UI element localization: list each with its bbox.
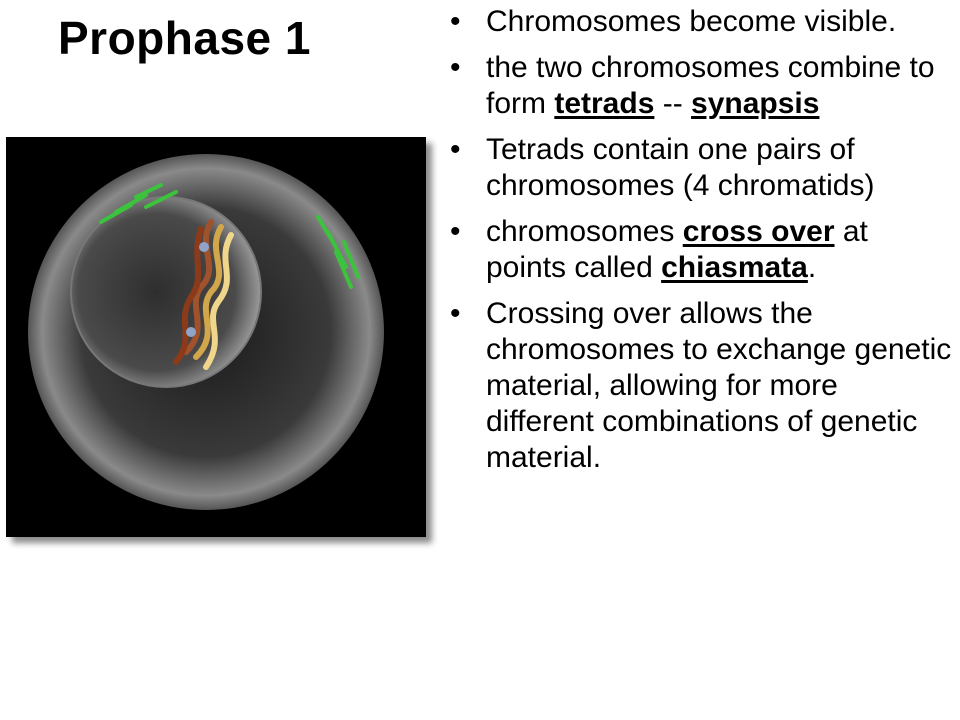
bullet-item: chromosomes cross over at points called … [448, 214, 953, 286]
nucleus [70, 196, 262, 388]
bullet-item: the two chromosomes combine to form tetr… [448, 50, 953, 122]
bullet-item: Chromosomes become visible. [448, 4, 953, 40]
centrosome-left [99, 183, 178, 224]
centromere-2 [186, 327, 196, 337]
term-tetrads: tetrads [554, 87, 655, 120]
slide-title: Prophase 1 [58, 12, 311, 64]
bullet-item: Crossing over allows the chromosomes to … [448, 296, 953, 476]
bullet-list: Chromosomes become visible. the two chro… [448, 4, 953, 486]
term-synapsis: synapsis [691, 87, 820, 120]
bullet-item: Tetrads contain one pairs of chromosomes… [448, 132, 953, 204]
centromere-1 [199, 242, 209, 252]
cell-illustration-svg [28, 154, 384, 510]
cell-illustration [6, 137, 426, 537]
centrosome-right [316, 215, 360, 289]
term-chiasmata: chiasmata [661, 251, 808, 284]
term-cross-over: cross over [682, 215, 835, 248]
